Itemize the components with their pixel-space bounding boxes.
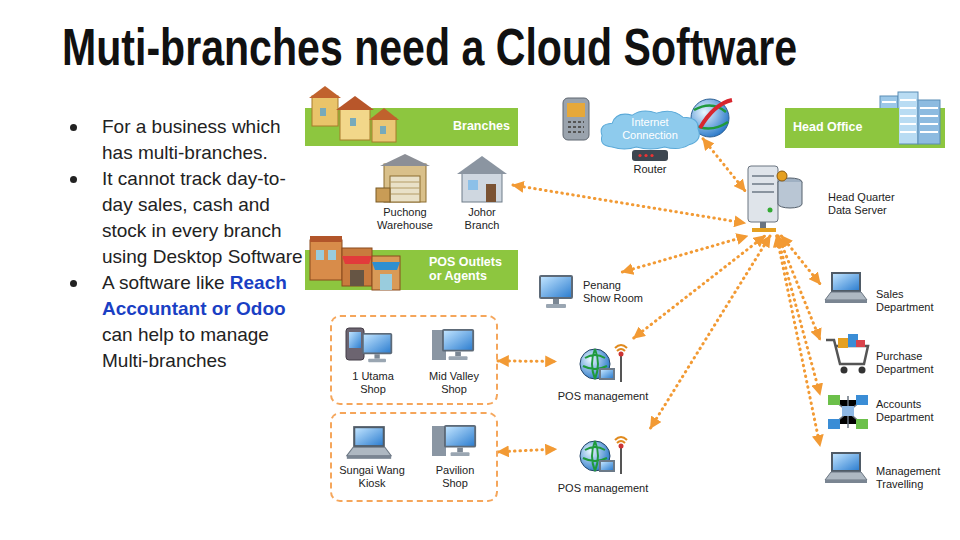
dashed-group: Sungai Wang Kiosk Pavilion Shop <box>330 412 498 502</box>
dotted-connector <box>777 236 820 446</box>
icon-node: Head Quarter Data Server <box>745 158 901 236</box>
bullet-text: can help to manage Multi-branches <box>102 324 269 371</box>
header-band: Branches <box>305 108 518 146</box>
node-label: Internet Connection <box>618 116 682 142</box>
icon-node: Pavilion Shop <box>424 420 487 496</box>
bullet-dot <box>70 176 77 183</box>
node-label: Accounts Department <box>876 398 944 424</box>
dotted-connector <box>778 236 820 340</box>
icon-node: Sungai Wang Kiosk <box>336 420 409 496</box>
icon-node: Sales Department <box>820 268 945 318</box>
dotted-connector <box>622 236 747 272</box>
dotted-connector <box>651 236 770 428</box>
node-label: Johor Branch <box>452 206 512 232</box>
bullet-dot <box>70 124 77 131</box>
bullet-text: It cannot track day-to-day sales, cash a… <box>102 168 303 267</box>
node-label: POS management <box>556 482 650 495</box>
bullet-dot <box>70 280 77 287</box>
icon-node: Mid Valley Shop <box>418 322 491 400</box>
dotted-connector <box>513 185 745 223</box>
header-band: Head Office <box>785 108 945 148</box>
icon-node: Management Travelling <box>820 445 945 495</box>
icon-node: Johor Branch <box>452 155 513 235</box>
node-label: Puchong Warehouse <box>372 206 438 232</box>
dashed-group: 1 Utama Shop Mid Valley Shop <box>330 315 498 405</box>
node-label: Sales Department <box>876 288 944 314</box>
icon-node: Penang Show Room <box>535 272 646 312</box>
icon-node: Purchase Department <box>820 330 945 378</box>
node-label: 1 Utama Shop <box>338 370 408 396</box>
slide-title: Muti-branches need a Cloud Software <box>62 16 797 78</box>
band-title: Head Office <box>793 120 893 134</box>
bullet-text: For a business which has multi-branches. <box>102 116 280 163</box>
icon-node: Accounts Department <box>820 390 945 435</box>
band-title: Branches <box>425 119 510 133</box>
node-label: Purchase Department <box>876 350 944 376</box>
node-label: POS management <box>556 390 650 403</box>
bullet-text: A software like <box>102 272 225 293</box>
node-label: Management Travelling <box>876 465 944 491</box>
icon-node: POS management <box>556 338 651 405</box>
bullet-item: It cannot track day-to-day sales, cash a… <box>70 166 305 270</box>
dotted-connector <box>634 236 765 338</box>
node-label: Head Quarter Data Server <box>828 191 900 217</box>
dotted-connector <box>703 139 745 191</box>
bullet-item: A software like Reach Accountant or Odoo… <box>70 270 305 374</box>
icon-node: Puchong Warehouse <box>372 155 439 235</box>
node-label: Router <box>625 163 675 176</box>
icon-node: POS management <box>556 428 651 498</box>
bullet-list: For a business which has multi-branches.… <box>70 114 305 374</box>
dotted-connector <box>777 236 820 395</box>
node-label: Mid Valley Shop <box>418 370 490 396</box>
internet-cloud: Internet Connection <box>598 108 703 151</box>
icon-node: 1 Utama Shop <box>338 322 409 400</box>
header-band: POS Outlets or Agents <box>305 250 518 290</box>
node-label: Pavilion Shop <box>424 464 486 490</box>
band-title: POS Outlets or Agents <box>429 255 515 283</box>
bullet-item: For a business which has multi-branches. <box>70 114 305 166</box>
dotted-connector <box>498 449 556 452</box>
icon-node: Router <box>625 147 676 178</box>
node-label: Penang Show Room <box>583 279 645 305</box>
node-label: Sungai Wang Kiosk <box>336 464 408 490</box>
dotted-connector <box>781 236 820 284</box>
dotted-connector <box>498 359 556 363</box>
